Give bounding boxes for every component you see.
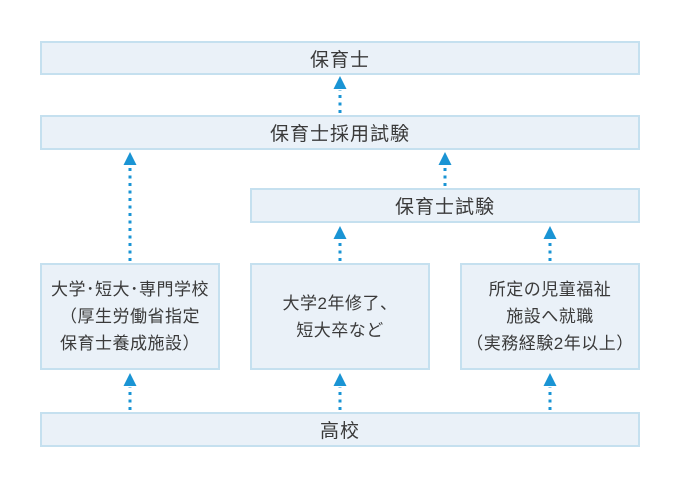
node-koukou-label: 高校 xyxy=(319,421,360,442)
node-hoikushi: 保育士 xyxy=(40,41,640,75)
node-university-2years-line2: 短大卒など xyxy=(296,320,384,340)
node-koukou: 高校 xyxy=(40,412,640,447)
node-hoikushi-shiken: 保育士試験 xyxy=(250,188,640,223)
node-training-school-line3: 保育士養成施設） xyxy=(60,334,200,353)
node-university-2years-line1: 大学2年修了、 xyxy=(282,293,398,313)
node-training-school-line1: 大学･短大･専門学校 xyxy=(51,280,209,299)
arrow-koukou-to-trainingschool xyxy=(123,373,137,410)
node-child-welfare: 所定の児童福祉 施設へ就職 （実務経験2年以上） xyxy=(460,263,640,370)
node-training-school: 大学･短大･専門学校 （厚生労働省指定 保育士養成施設） xyxy=(40,263,220,370)
node-child-welfare-line2: 施設へ就職 xyxy=(506,307,594,326)
arrow-univ2-to-hoikushishiken xyxy=(333,226,347,261)
node-child-welfare-line1: 所定の児童福祉 xyxy=(488,280,612,299)
node-saiyo-shiken: 保育士採用試験 xyxy=(40,115,640,150)
arrow-koukou-to-univ2 xyxy=(333,373,347,410)
node-hoikushi-label: 保育士 xyxy=(309,49,370,71)
node-saiyo-shiken-label: 保育士採用試験 xyxy=(269,124,410,145)
arrow-childwelfare-to-hoikushishiken xyxy=(543,226,557,261)
node-hoikushi-shiken-label: 保育士試験 xyxy=(394,197,495,218)
arrow-koukou-to-childwelfare xyxy=(543,373,557,410)
arrow-trainingschool-to-saiyoshiken xyxy=(123,152,137,261)
arrow-saiyoshiken-to-hoikushi xyxy=(333,76,347,113)
arrow-hoikushishiken-to-saiyoshiken xyxy=(438,152,452,186)
node-child-welfare-line3: （実務経験2年以上） xyxy=(466,334,634,353)
node-training-school-line2: （厚生労働省指定 xyxy=(60,307,200,326)
node-university-2years: 大学2年修了、 短大卒など xyxy=(250,263,430,370)
